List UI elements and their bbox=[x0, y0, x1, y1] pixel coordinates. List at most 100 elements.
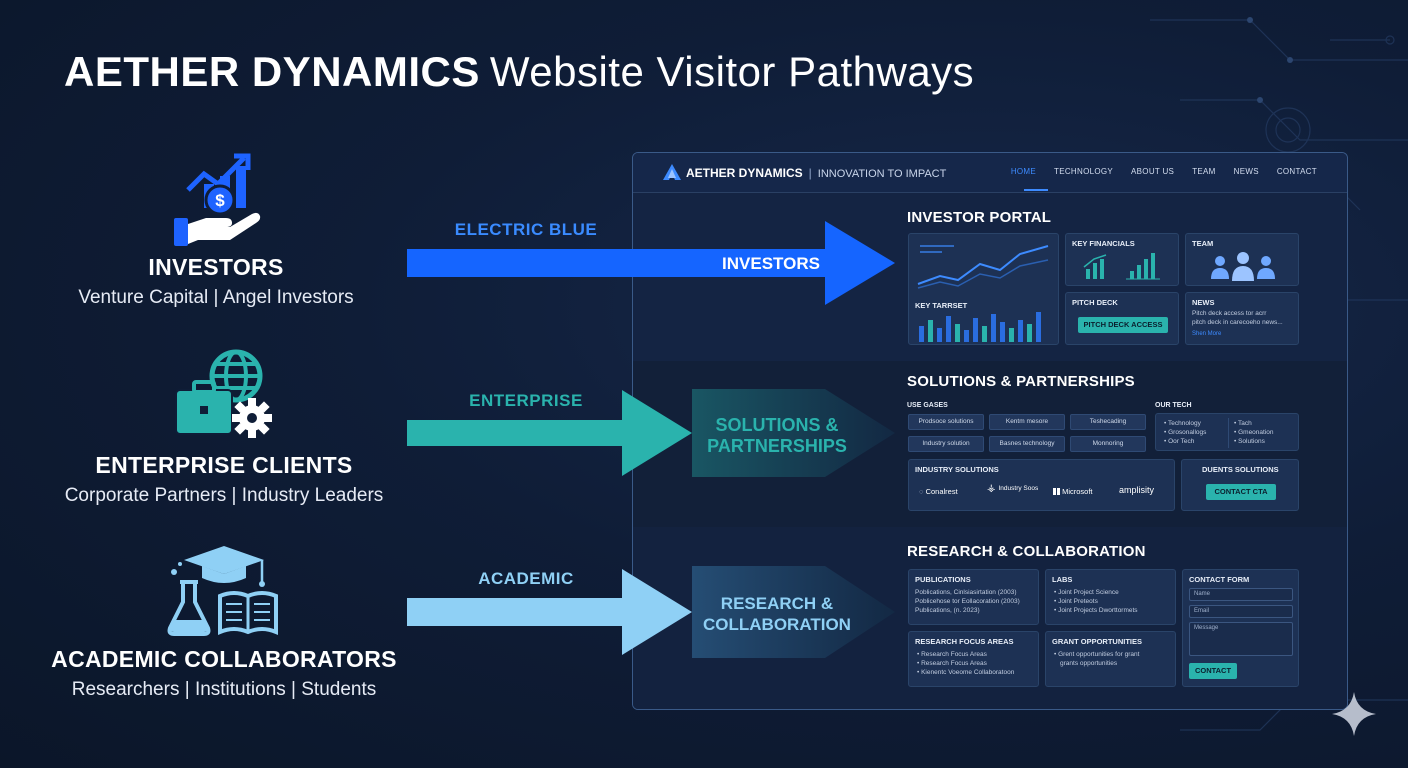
website-mockup: AETHER DYNAMICS | INNOVATION TO IMPACT HOM… bbox=[632, 152, 1348, 710]
contact-cta-button[interactable]: CONTACT CTA bbox=[1206, 484, 1276, 500]
bar-chart-thumbnail bbox=[919, 312, 1041, 342]
arrow-label-enterprise: ENTERPRISE bbox=[469, 391, 583, 410]
focus-item: • Kienentc Voeome Collaboratoon bbox=[917, 669, 1015, 676]
audience-sub: Corporate Partners | Industry Leaders bbox=[64, 485, 384, 506]
use-case-chip[interactable]: Teshecading bbox=[1070, 414, 1146, 430]
use-case-chip[interactable]: Monnoring bbox=[1070, 436, 1146, 452]
contact-form-card: CONTACT FORM Name Email Message CONTACT bbox=[1182, 569, 1299, 687]
message-field[interactable]: Message bbox=[1189, 622, 1293, 656]
team-title: TEAM bbox=[1192, 239, 1214, 248]
mock-logo-text: AETHER DYNAMICS bbox=[686, 166, 803, 180]
nav-contact[interactable]: CONTACT bbox=[1276, 167, 1317, 176]
audience-name: ENTERPRISE CLIENTS bbox=[95, 452, 353, 478]
line-chart-thumbnail bbox=[917, 245, 1049, 289]
lab-item: • Joint Project Science bbox=[1054, 589, 1119, 596]
mock-navbar: AETHER DYNAMICS | INNOVATION TO IMPACT HOM… bbox=[633, 153, 1347, 193]
publications-card[interactable]: PUBLICATIONS Poblications, Cinlsiasirtat… bbox=[908, 569, 1039, 625]
publication-item: Poblications, Cinlsiasirtation (2003) bbox=[915, 589, 1017, 596]
solutions-heading: SOLUTIONS & PARTNERSHIPS bbox=[907, 373, 1135, 390]
nav-technology[interactable]: TECHNOLOGY bbox=[1054, 167, 1114, 176]
tech-item: • Tach bbox=[1234, 420, 1252, 427]
mock-tagline: INNOVATION TO IMPACT bbox=[817, 168, 947, 180]
contact-form-title: CONTACT FORM bbox=[1189, 575, 1250, 584]
tech-divider bbox=[1228, 418, 1229, 448]
news-card[interactable]: NEWS Pitch deck access tor acrr pitch de… bbox=[1185, 292, 1299, 345]
investors-arrow-text: INVESTORS bbox=[722, 254, 820, 273]
industry-solutions-title: INDUSTRY SOLUTIONS bbox=[915, 465, 999, 474]
grants-card[interactable]: GRANT OPPORTUNITIES • Grent opportunitie… bbox=[1045, 631, 1176, 687]
partner-logo: Microsoft bbox=[1053, 487, 1093, 496]
research-heading: RESEARCH & COLLABORATION bbox=[907, 543, 1146, 560]
academic-arrow-text: RESEARCH &COLLABORATION bbox=[703, 594, 851, 634]
nav-team[interactable]: TEAM bbox=[1192, 167, 1216, 176]
key-target-card[interactable]: KEY TARRSET bbox=[908, 233, 1059, 345]
audience-sub: Researchers | Institutions | Students bbox=[71, 679, 377, 700]
grant-item: grants opportunities bbox=[1060, 660, 1118, 667]
industry-logo-icon: ⚶ bbox=[987, 483, 996, 494]
pitch-deck-title: PITCH DECK bbox=[1072, 298, 1118, 307]
news-title: NEWS bbox=[1192, 298, 1215, 307]
partner-logo: ◌ Conalrest bbox=[919, 487, 958, 496]
pitch-deck-access-button[interactable]: PITCH DECK ACCESS bbox=[1078, 317, 1168, 333]
labs-title: LABS bbox=[1052, 575, 1073, 584]
research-focus-title: RESEARCH FOCUS AREAS bbox=[915, 637, 1014, 646]
nav-about-us[interactable]: ABOUT US bbox=[1131, 167, 1175, 176]
use-cases-title: USE GASES bbox=[907, 402, 948, 409]
clients-solutions-card[interactable]: DUENTS SOLUTIONS CONTACT CTA bbox=[1181, 459, 1299, 511]
news-line: pitch deck in carecoeho news... bbox=[1192, 319, 1283, 326]
tech-item: • Grosonallogs bbox=[1164, 429, 1207, 436]
sparkle-icon bbox=[1332, 692, 1376, 736]
labs-card[interactable]: LABS • Joint Project Science • Joint Pre… bbox=[1045, 569, 1176, 625]
logo-separator: | bbox=[808, 166, 812, 180]
partner-logo: amplisity bbox=[1119, 485, 1155, 495]
focus-item: • Research Focus Areas bbox=[917, 651, 987, 658]
team-card[interactable]: TEAM bbox=[1185, 233, 1299, 286]
grant-item: • Grent opportunities for grant bbox=[1054, 651, 1140, 658]
grants-title: GRANT OPPORTUNITIES bbox=[1052, 637, 1143, 646]
use-case-chip[interactable]: Prodsoce solutions bbox=[908, 414, 984, 430]
solutions-section: SOLUTIONS & PARTNERSHIPS USE GASES Prods… bbox=[633, 361, 1347, 527]
audience-enterprise: ENTERPRISE CLIENTS Corporate Partners | … bbox=[52, 348, 396, 507]
nav-home[interactable]: HOME bbox=[1010, 167, 1037, 176]
our-tech-title: OUR TECH bbox=[1155, 402, 1192, 409]
audience-academic: ACADEMIC COLLABORATORS Researchers | Ins… bbox=[48, 542, 400, 701]
financials-chart-icon bbox=[1083, 253, 1160, 280]
industry-solutions-card[interactable]: INDUSTRY SOLUTIONS ◌ Conalrest ⚶Industry… bbox=[908, 459, 1175, 511]
publications-title: PUBLICATIONS bbox=[915, 575, 971, 584]
key-financials-card[interactable]: KEY FINANCIALS bbox=[1065, 233, 1179, 286]
use-case-chip[interactable]: Basnes technology bbox=[989, 436, 1065, 452]
svg-text:$: $ bbox=[215, 191, 225, 210]
our-tech-card[interactable]: • Technology • Grosonallogs • Oor Tech •… bbox=[1155, 413, 1299, 451]
enterprise-arrow-extension bbox=[692, 389, 895, 477]
use-case-chip[interactable]: Industry solution bbox=[908, 436, 984, 452]
tech-item: • Technology bbox=[1164, 420, 1201, 427]
c-logo-icon: ◌ bbox=[919, 487, 924, 496]
lab-item: • Joint Projects Dworttormets bbox=[1054, 607, 1138, 614]
lab-item: • Joint Preteots bbox=[1054, 598, 1098, 605]
research-section: RESEARCH & COLLABORATION PUBLICATIONS Po… bbox=[633, 527, 1347, 709]
news-more-link[interactable]: Shen More bbox=[1192, 331, 1222, 337]
enterprise-arrow-body bbox=[407, 390, 692, 476]
graduation-flask-book-icon bbox=[167, 546, 278, 636]
academic-arrow-extension bbox=[692, 566, 895, 658]
email-field[interactable]: Email bbox=[1189, 605, 1293, 618]
contact-submit-button[interactable]: CONTACT bbox=[1189, 663, 1237, 679]
mock-nav-items: HOME TECHNOLOGY ABOUT US TEAM NEWS CONTA… bbox=[1011, 167, 1317, 176]
microsoft-logo-icon bbox=[1053, 488, 1060, 495]
research-focus-card[interactable]: RESEARCH FOCUS AREAS • Research Focus Ar… bbox=[908, 631, 1039, 687]
arrow-label-academic: ACADEMIC bbox=[478, 569, 574, 588]
tech-item: • Solutions bbox=[1234, 438, 1265, 445]
nav-active-indicator bbox=[1024, 189, 1048, 191]
use-case-chip[interactable]: Kentm mesore bbox=[989, 414, 1065, 430]
pitch-deck-card[interactable]: PITCH DECK PITCH DECK ACCESS bbox=[1065, 292, 1179, 345]
audience-investors: $ INVESTORS Venture Capital | Angel Inve… bbox=[60, 152, 372, 309]
name-field[interactable]: Name bbox=[1189, 588, 1293, 601]
partner-logo: ⚶Industry Soos bbox=[987, 483, 1039, 494]
mock-logo[interactable]: AETHER DYNAMICS | INNOVATION TO IMPACT bbox=[663, 164, 946, 180]
enterprise-arrow-text: SOLUTIONS &PARTNERSHIPS bbox=[707, 415, 847, 456]
focus-item: • Research Focus Areas bbox=[917, 660, 987, 667]
investment-hand-icon: $ bbox=[174, 153, 261, 246]
nav-news[interactable]: NEWS bbox=[1233, 167, 1259, 176]
news-line: Pitch deck access tor acrr bbox=[1192, 310, 1267, 317]
